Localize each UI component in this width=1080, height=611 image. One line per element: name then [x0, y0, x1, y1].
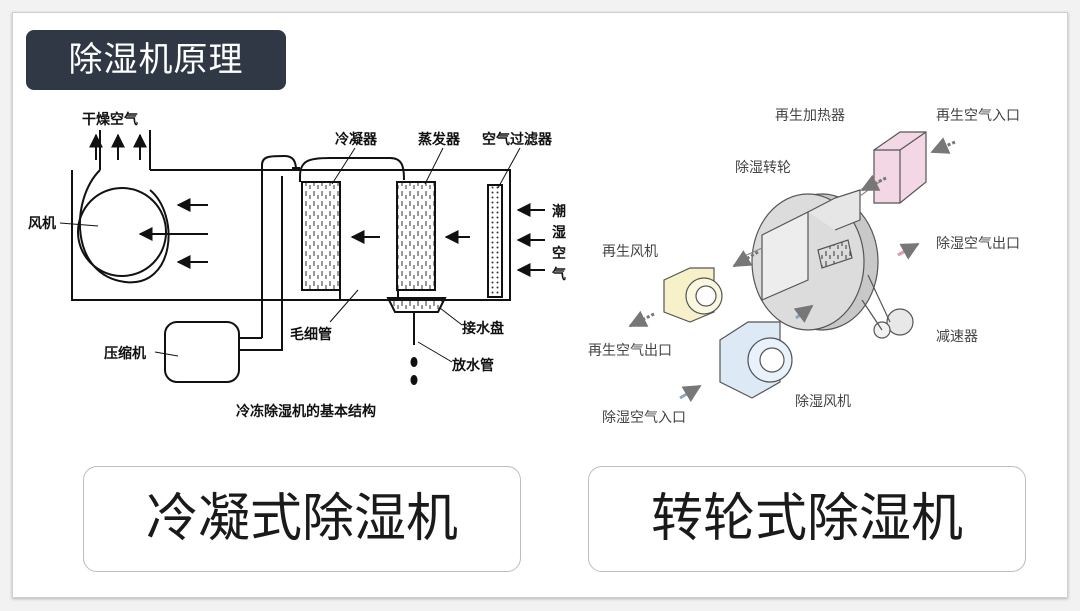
regen-fan-hub — [695, 285, 717, 307]
label-drain-pipe: 放水管 — [451, 357, 494, 374]
water-drop — [410, 375, 418, 385]
slide-title: 除湿机原理 — [26, 30, 286, 90]
label-dry-air: 干燥空气 — [82, 111, 138, 128]
label-condenser: 冷凝器 — [335, 131, 378, 148]
label-air-filter: 空气过滤器 — [482, 131, 553, 148]
label-humid-air-2: 湿 — [552, 225, 566, 241]
label-humid-air-1: 潮 — [552, 203, 566, 220]
dehum-air-out-arrow — [897, 242, 920, 260]
caption-desiccant: 转轮式除湿机 — [588, 466, 1026, 572]
dehum-air-in-arrow — [679, 384, 702, 403]
refrigerant-pipe — [284, 155, 297, 171]
leader-line — [439, 307, 463, 326]
left-diagram-caption: 冷冻除湿机的基本结构 — [236, 403, 376, 420]
drive-belt — [867, 274, 891, 323]
condensing-dehumidifier-diagram — [59, 130, 545, 385]
label-evaporator: 蒸发器 — [418, 131, 461, 148]
leader-line — [154, 351, 179, 357]
wheel-media — [817, 239, 853, 269]
regen-air-in-arrow — [930, 137, 956, 154]
compressor — [164, 321, 240, 383]
leader-line — [497, 147, 521, 189]
condenser — [301, 181, 341, 291]
wheel-duct — [807, 189, 861, 231]
drive-belt — [861, 299, 883, 331]
label-regen-heater: 再生加热器 — [775, 108, 845, 124]
air-filter — [487, 184, 503, 298]
fan-scroll — [78, 169, 170, 284]
heated-air-arrow — [860, 174, 887, 192]
fan-outlet — [99, 130, 151, 170]
refrigerant-pipe — [240, 176, 283, 351]
leader-line — [329, 289, 359, 323]
label-capillary: 毛细管 — [290, 326, 332, 343]
housing-outline — [71, 169, 511, 301]
wheel-sector-hood — [761, 211, 809, 301]
label-fan: 风机 — [28, 215, 56, 232]
leader-line — [331, 147, 356, 185]
dehum-to-wheel-arrow — [793, 304, 814, 323]
label-humid-air-3: 空 — [552, 245, 566, 262]
regen-heater-edges — [874, 131, 927, 203]
label-compressor: 压缩机 — [104, 345, 146, 362]
label-dehum-fan: 除湿风机 — [795, 394, 851, 410]
desiccant-wheel-diagram — [628, 131, 956, 403]
label-desiccant-wheel: 除湿转轮 — [735, 160, 791, 176]
reducer — [886, 308, 914, 336]
leader-line — [424, 147, 444, 185]
label-humid-air-4: 气 — [551, 266, 566, 283]
label-regen-air-inlet: 再生空气入口 — [936, 108, 1020, 124]
leader-line — [417, 341, 453, 363]
refrigerant-pipe — [261, 155, 286, 338]
label-dehum-air-inlet: 除湿空气入口 — [602, 410, 686, 426]
water-drop — [410, 357, 418, 367]
refrigerant-pipe — [299, 157, 405, 182]
drip-tray — [386, 297, 447, 313]
label-dehum-air-outlet: 除湿空气出口 — [936, 236, 1020, 252]
evaporator — [396, 181, 436, 291]
regen-air-out-arrow — [628, 310, 655, 328]
label-reducer: 减速器 — [936, 329, 978, 345]
label-drip-tray: 接水盘 — [462, 320, 504, 337]
caption-condensing: 冷凝式除湿机 — [83, 466, 521, 572]
label-regen-fan: 再生风机 — [602, 244, 658, 260]
label-regen-air-outlet: 再生空气出口 — [588, 343, 672, 359]
leader-line — [59, 222, 99, 227]
dehum-fan-hub — [759, 347, 785, 373]
fan-wheel — [77, 187, 167, 277]
